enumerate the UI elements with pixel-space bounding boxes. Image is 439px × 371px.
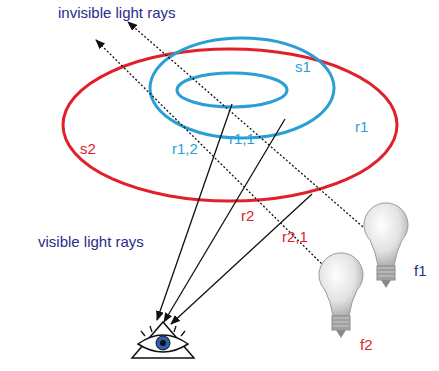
ray-label: r1 [355, 118, 368, 136]
light-bulb [364, 203, 408, 288]
invisible-ray [128, 22, 378, 240]
source-label: f2 [360, 336, 373, 354]
eye-icon [132, 322, 194, 358]
ray-label: r2,1 [282, 228, 308, 246]
light-bulb [319, 253, 363, 338]
surface-label: s2 [80, 140, 96, 158]
visible-ray [171, 194, 312, 324]
ray-caption: visible light rays [38, 233, 144, 251]
surface-s1-outer [150, 38, 334, 138]
surface-s2 [63, 49, 397, 201]
surface-label: s1 [295, 58, 311, 76]
surface-s1-inner [177, 73, 287, 107]
visible-ray [164, 119, 285, 322]
ray-label: r1,2 [172, 140, 198, 158]
ray-caption: invisible light rays [58, 4, 176, 22]
ray-label: r2 [241, 207, 254, 225]
source-label: f1 [414, 262, 427, 280]
visible-ray [157, 104, 232, 320]
ray-label: r1,1 [229, 130, 255, 148]
